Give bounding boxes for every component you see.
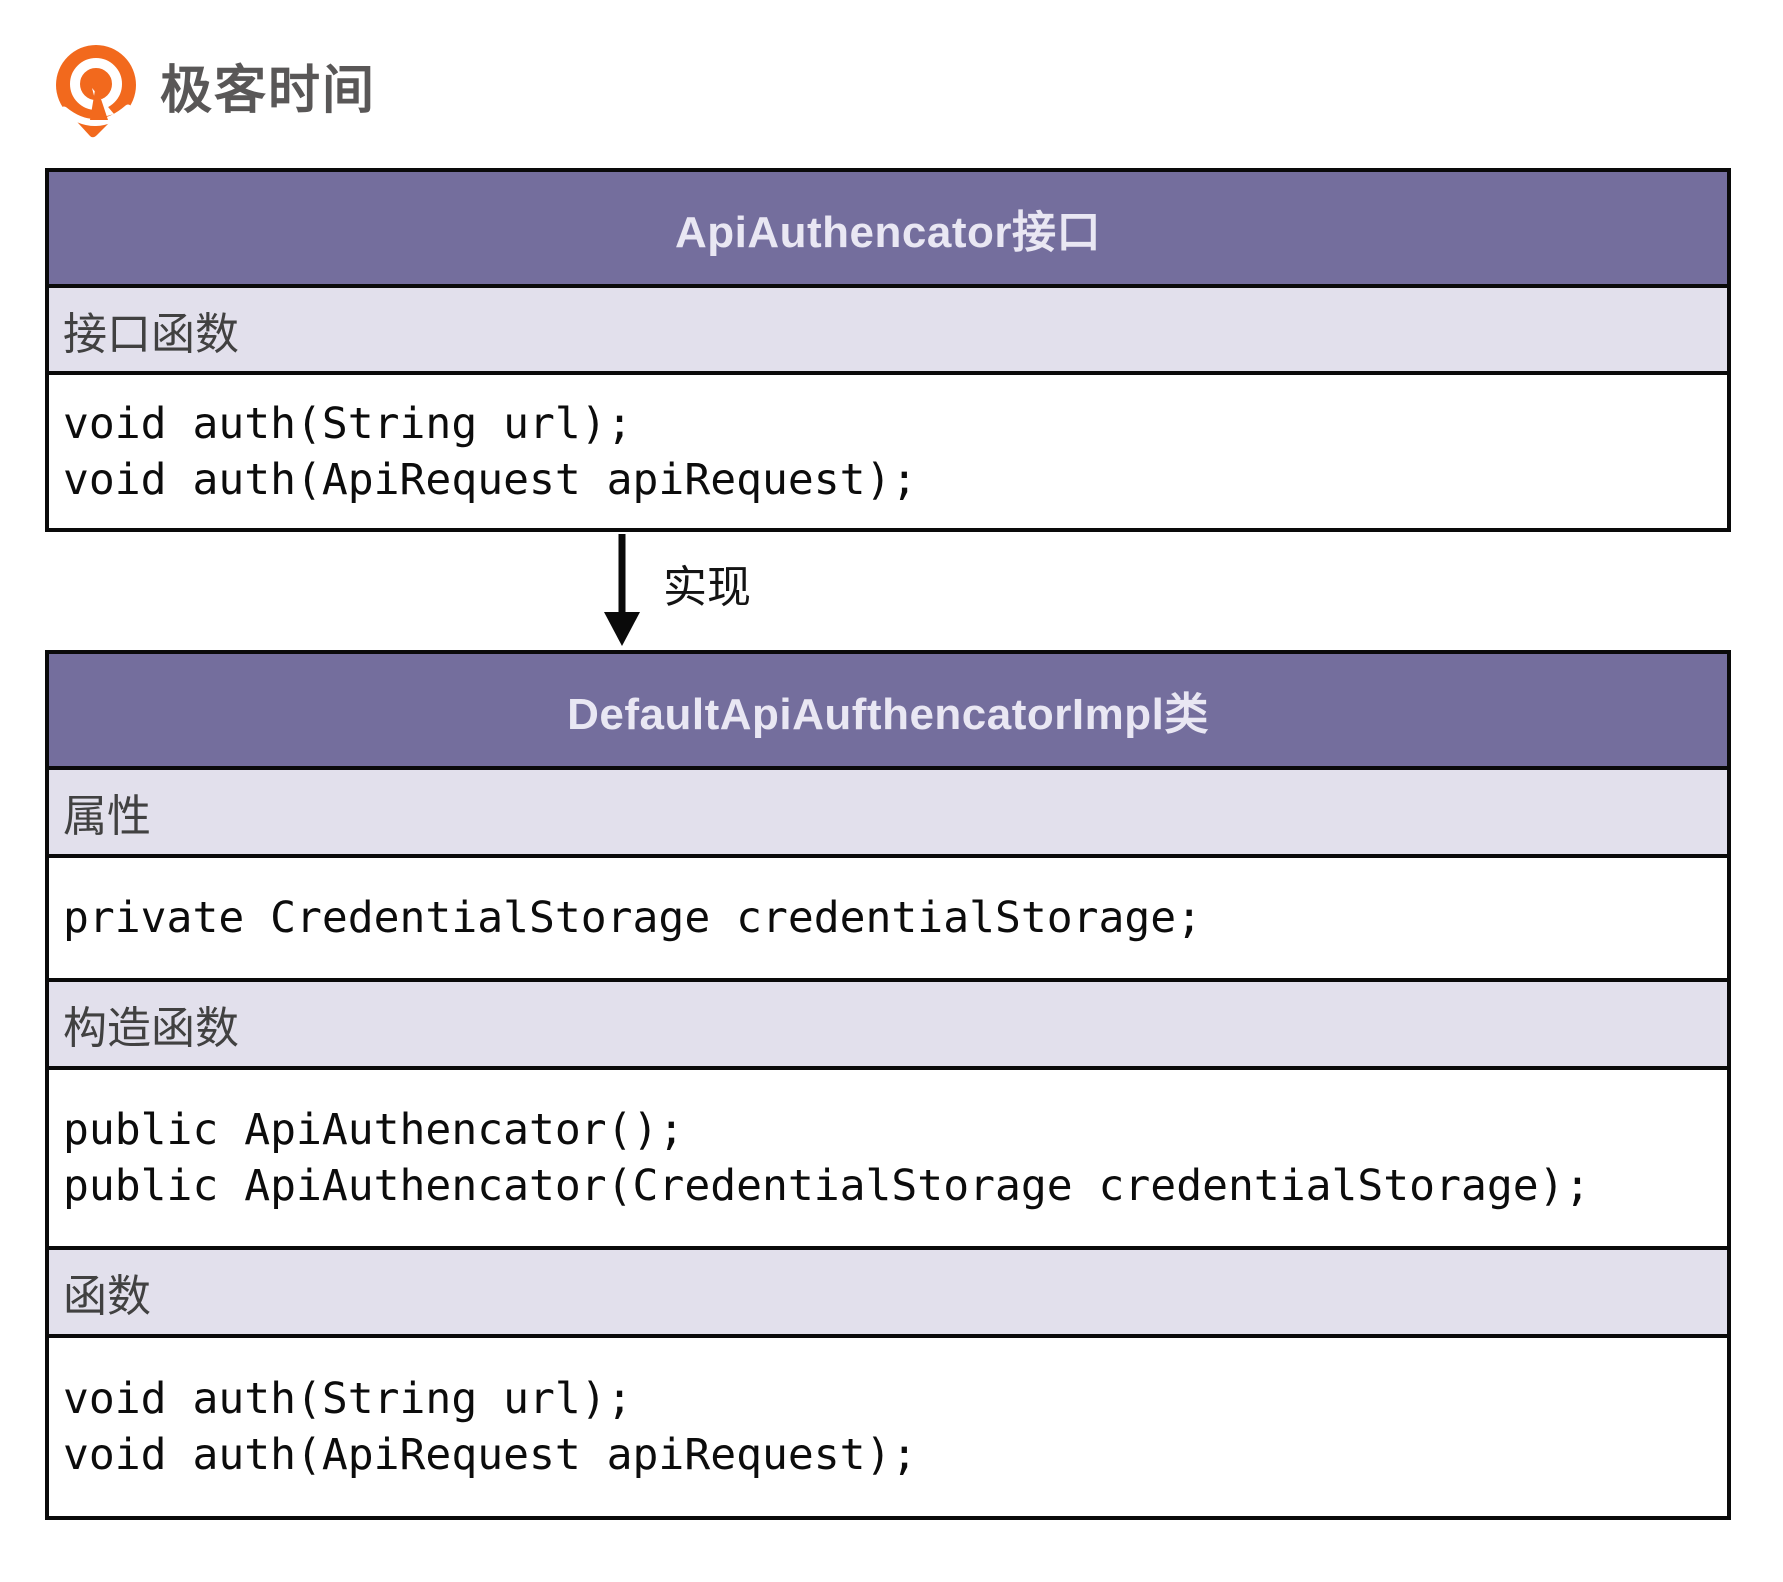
impl-attributes-section-label: 属性 <box>49 770 1727 858</box>
impl-constructors-code: public ApiAuthencator(); public ApiAuthe… <box>49 1070 1727 1250</box>
interface-methods-section-label: 接口函数 <box>49 288 1727 375</box>
implements-arrow-label: 实现 <box>663 563 751 612</box>
implements-arrow-icon <box>604 534 640 646</box>
impl-methods-code: void auth(String url); void auth(ApiRequ… <box>49 1338 1727 1516</box>
impl-methods-section-label: 函数 <box>49 1250 1727 1338</box>
implementation-class-box: DefaultApiAufthencatorImpl类 属性 private C… <box>45 650 1731 1520</box>
code-line: void auth(ApiRequest apiRequest); <box>63 454 918 505</box>
interface-class-box: ApiAuthencator接口 接口函数 void auth(String u… <box>45 168 1731 532</box>
impl-attributes-code: private CredentialStorage credentialStor… <box>49 858 1727 982</box>
interface-box-title: ApiAuthencator接口 <box>49 172 1727 288</box>
interface-methods-code: void auth(String url); void auth(ApiRequ… <box>49 375 1727 528</box>
code-line: void auth(String url); <box>63 398 633 449</box>
code-line: private CredentialStorage credentialStor… <box>63 893 1203 943</box>
geektime-logo-icon <box>56 45 136 138</box>
code-line: public ApiAuthencator(CredentialStorage … <box>63 1161 1591 1211</box>
impl-constructors-section-label: 构造函数 <box>49 982 1727 1070</box>
geektime-logo-text: 极客时间 <box>160 62 377 120</box>
impl-box-title: DefaultApiAufthencatorImpl类 <box>49 654 1727 770</box>
code-line: void auth(String url); <box>63 1374 633 1424</box>
geektime-logo: 极客时间 <box>52 44 376 138</box>
code-line: void auth(ApiRequest apiRequest); <box>63 1430 918 1480</box>
code-line: public ApiAuthencator(); <box>63 1105 685 1155</box>
